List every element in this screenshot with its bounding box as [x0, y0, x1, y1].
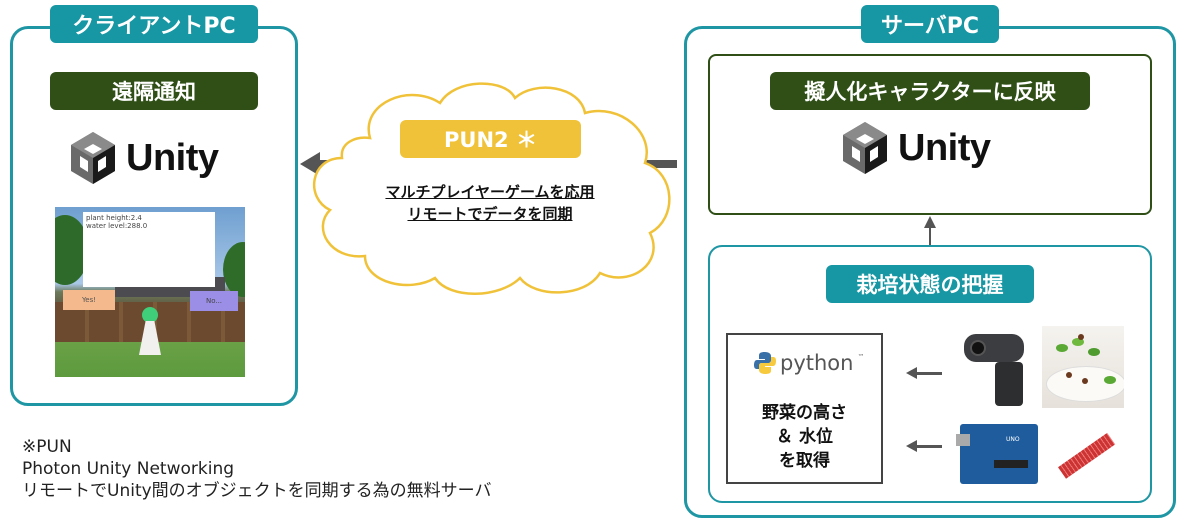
arrow-up	[929, 226, 931, 246]
footnote: ※PUN Photon Unity Networking リモートでUnity間…	[22, 436, 492, 502]
no-button[interactable]: No...	[190, 291, 238, 311]
usb-port	[956, 434, 970, 446]
dish	[1046, 366, 1124, 402]
python-box: python ™ 野菜の高さ ＆ 水位 を取得	[726, 333, 883, 484]
server-pc-title: サーバPC	[861, 5, 999, 43]
yes-button[interactable]: Yes!	[63, 290, 115, 310]
leaf	[1104, 376, 1116, 384]
python-task-line: 野菜の高さ	[762, 403, 847, 423]
character-dress	[139, 321, 161, 355]
chip	[994, 460, 1028, 468]
arduino-board: UNO	[956, 424, 1038, 484]
python-task: 野菜の高さ ＆ 水位 を取得	[728, 401, 881, 473]
hud-line: plant height:2.4	[86, 214, 142, 222]
reflect-character-label: 擬人化キャラクターに反映	[770, 72, 1090, 110]
tree-right	[223, 242, 245, 297]
hud-line: water level:288.0	[86, 222, 148, 230]
arduino-label: UNO	[1006, 436, 1020, 443]
hud-panel: plant height:2.4 water level:288.0	[83, 212, 215, 287]
arrow-up-head	[924, 216, 936, 228]
character-hair	[142, 307, 158, 323]
footnote-line: リモートでUnity間のオブジェクトを同期する為の無料サーバ	[22, 481, 492, 501]
client-game-screenshot: plant height:2.4 water level:288.0 Yes! …	[55, 207, 245, 377]
webcam-lens	[970, 340, 986, 356]
seed	[1082, 378, 1088, 384]
leaf	[1088, 348, 1100, 356]
seed	[1066, 372, 1072, 378]
unity-wordmark: Unity	[126, 136, 219, 179]
character	[135, 307, 165, 367]
remote-notify-label: 遠隔通知	[50, 72, 258, 110]
python-tm: ™	[857, 353, 865, 361]
unity-cube-icon	[71, 132, 115, 184]
seed	[1078, 334, 1084, 340]
arrow-camera-to-python	[906, 367, 942, 379]
footnote-line: ※PUN	[22, 437, 72, 457]
cultivation-status-label: 栽培状態の把握	[826, 265, 1034, 303]
python-wordmark: python	[780, 351, 854, 375]
server-unity-logo: Unity	[840, 120, 991, 176]
cloud-line: リモートでデータを同期	[407, 205, 573, 223]
webcam-image	[962, 330, 1032, 410]
sprouts-photo	[1042, 326, 1124, 408]
webcam-stand	[995, 362, 1023, 406]
pun2-badge: PUN2 ＊	[400, 120, 581, 158]
python-icon	[754, 352, 776, 374]
unity-wordmark: Unity	[898, 126, 991, 169]
python-logo: python ™	[754, 351, 864, 375]
cloud-description: マルチプレイヤーゲームを応用 リモートでデータを同期	[350, 181, 630, 225]
cloud-line: マルチプレイヤーゲームを応用	[385, 183, 595, 201]
python-task-line: を取得	[779, 451, 830, 471]
unity-cube-icon	[843, 122, 887, 174]
python-task-line: ＆ 水位	[776, 427, 833, 447]
leaf	[1072, 338, 1084, 346]
footnote-line: Photon Unity Networking	[22, 459, 235, 479]
client-unity-logo: Unity	[68, 130, 219, 186]
client-pc-title: クライアントPC	[50, 5, 258, 43]
arrow-arduino-to-python	[906, 440, 942, 452]
leaf	[1056, 344, 1068, 352]
